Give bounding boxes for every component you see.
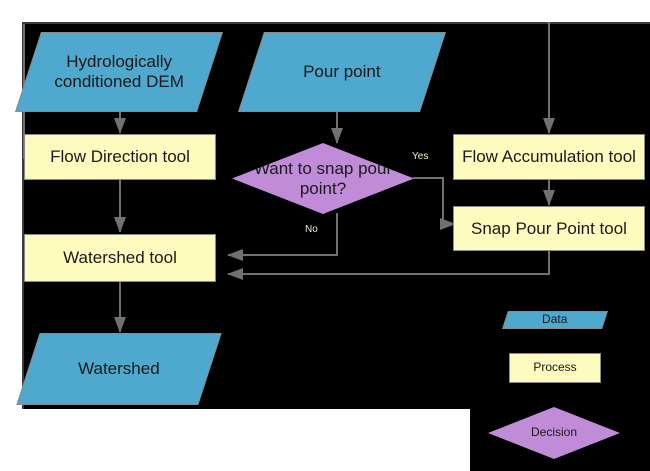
node-watershed-tool[interactable]: Watershed tool (24, 234, 216, 282)
node-label: Want to snap pour point? (253, 158, 393, 198)
node-label: Watershed tool (63, 248, 177, 268)
node-pour-point[interactable]: Pour point (238, 32, 446, 112)
node-label: Watershed (78, 359, 160, 379)
legend-label: Process (533, 360, 577, 375)
node-flow-accumulation-tool[interactable]: Flow Accumulation tool (453, 134, 645, 180)
edge-label-no: No (305, 224, 318, 235)
node-label: Snap Pour Point tool (471, 218, 627, 238)
node-label: Flow Accumulation tool (462, 147, 636, 167)
edge-label-yes: Yes (412, 151, 429, 162)
node-label: Flow Direction tool (50, 147, 190, 167)
legend-label: Data (542, 312, 568, 327)
node-snap-pour-point-tool[interactable]: Snap Pour Point tool (453, 206, 645, 251)
node-hydrologically-conditioned-dem[interactable]: Hydrologically conditioned DEM (15, 32, 223, 112)
legend-item-data: Data (502, 311, 608, 329)
node-label: Hydrologically conditioned DEM (54, 52, 184, 91)
node-flow-direction-tool[interactable]: Flow Direction tool (24, 134, 216, 180)
legend-item-process: Process (509, 353, 601, 383)
node-label: Pour point (303, 62, 381, 82)
legend-label: Decision (530, 425, 578, 440)
node-watershed[interactable]: Watershed (16, 333, 222, 405)
